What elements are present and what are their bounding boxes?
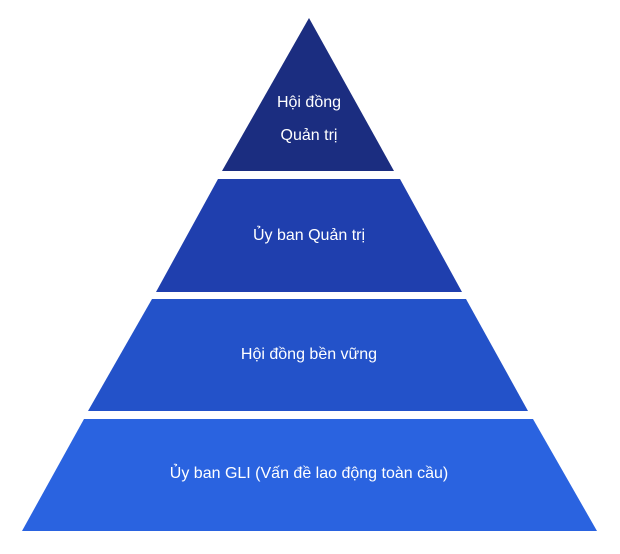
tier-shape-sustainability-council: [88, 299, 528, 411]
tier-shape-board-of-directors: [222, 18, 394, 171]
tier-gli-committee: Ủy ban GLI (Vấn đề lao động toàn cầu): [22, 419, 597, 531]
tier-shape-governance-committee: [156, 179, 462, 292]
tier-sustainability-council: Hội đồng bền vững: [88, 299, 528, 411]
tier-label-board-line-1: Hội đồng: [277, 94, 341, 111]
tier-label-sustainability-council: Hội đồng bền vững: [241, 346, 377, 363]
tier-governance-committee: Ủy ban Quản trị: [156, 179, 462, 292]
tier-shape-gli-committee: [22, 419, 597, 531]
tier-board-of-directors: Hội đồng Quản trị: [222, 18, 394, 171]
tier-label-gli-committee: Ủy ban GLI (Vấn đề lao động toàn cầu): [170, 463, 448, 482]
tier-label-board-line-2: Quản trị: [281, 127, 338, 144]
tier-label-governance-committee: Ủy ban Quản trị: [253, 225, 365, 244]
